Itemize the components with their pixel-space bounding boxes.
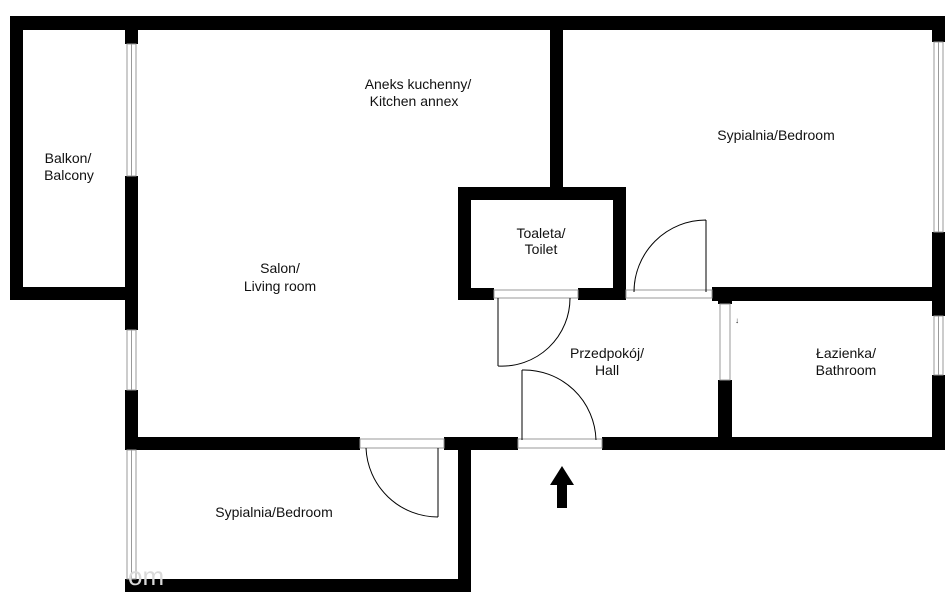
small-marker-label: ↓ — [735, 316, 739, 325]
label-bedroom-bottom: Sypialnia/Bedroom — [215, 504, 333, 520]
wall-living-left-2 — [125, 176, 138, 330]
doors — [365, 219, 707, 518]
threshold-entry — [517, 438, 603, 449]
wall-top — [10, 16, 945, 30]
label-living-1: Salon/ — [260, 260, 300, 276]
label-toilet-2: Toilet — [525, 241, 558, 257]
label-bathroom-1: Łazienka/ — [816, 345, 876, 361]
watermark-text: om — [128, 561, 164, 591]
label-hall-1: Przedpokój/ — [570, 345, 644, 361]
wall-main-left — [125, 437, 360, 450]
wall-balcony-left — [10, 16, 23, 300]
walls — [10, 16, 945, 592]
windows — [126, 41, 944, 580]
wall-hall-bath — [718, 380, 732, 450]
label-kitchen-1: Aneks kuchenny/ — [365, 76, 472, 92]
wall-bedroom2-bottom — [125, 579, 471, 592]
label-balcony-1: Balkon/ — [45, 150, 92, 166]
door-bedroom2 — [365, 447, 439, 518]
label-toilet-1: Toaleta/ — [516, 225, 565, 241]
label-bathroom-2: Bathroom — [816, 362, 877, 378]
room-labels: Aneks kuchenny/ Kitchen annex Sypialnia/… — [44, 76, 876, 520]
wall-toilet-bottom-left — [458, 288, 494, 300]
wall-main-mid — [444, 437, 518, 450]
label-hall-2: Hall — [595, 362, 619, 378]
wall-right-2 — [932, 232, 945, 316]
wall-hall-bath-top — [718, 292, 732, 304]
wall-main-right — [602, 437, 945, 450]
wall-balcony-bottom — [10, 287, 138, 300]
entrance-arrow-icon — [550, 466, 574, 508]
wall-toilet-top — [458, 187, 626, 200]
wall-right-3 — [932, 375, 945, 450]
wall-living-left-3 — [125, 390, 138, 450]
door-toilet — [497, 297, 571, 367]
wall-bedroom2-right — [458, 445, 471, 592]
threshold-bathroom — [719, 303, 731, 381]
label-bedroom-top: Sypialnia/Bedroom — [717, 127, 835, 143]
wall-toilet-right — [613, 187, 626, 300]
threshold-bedroom1 — [625, 289, 713, 299]
label-kitchen-2: Kitchen annex — [370, 93, 459, 109]
wall-toilet-left — [458, 187, 471, 300]
door-bedroom1 — [633, 219, 707, 293]
threshold-bedroom2 — [359, 438, 445, 449]
label-living-2: Living room — [244, 278, 316, 294]
wall-kitchen-bedroom — [550, 28, 563, 190]
door-entry — [521, 369, 597, 441]
threshold-toilet — [493, 289, 579, 299]
wall-living-left-1 — [125, 28, 138, 44]
wall-toilet-bottom-right — [578, 288, 626, 300]
wall-right-1 — [932, 16, 945, 42]
label-balcony-2: Balcony — [44, 167, 94, 183]
wall-bedroom-bath — [712, 287, 945, 301]
